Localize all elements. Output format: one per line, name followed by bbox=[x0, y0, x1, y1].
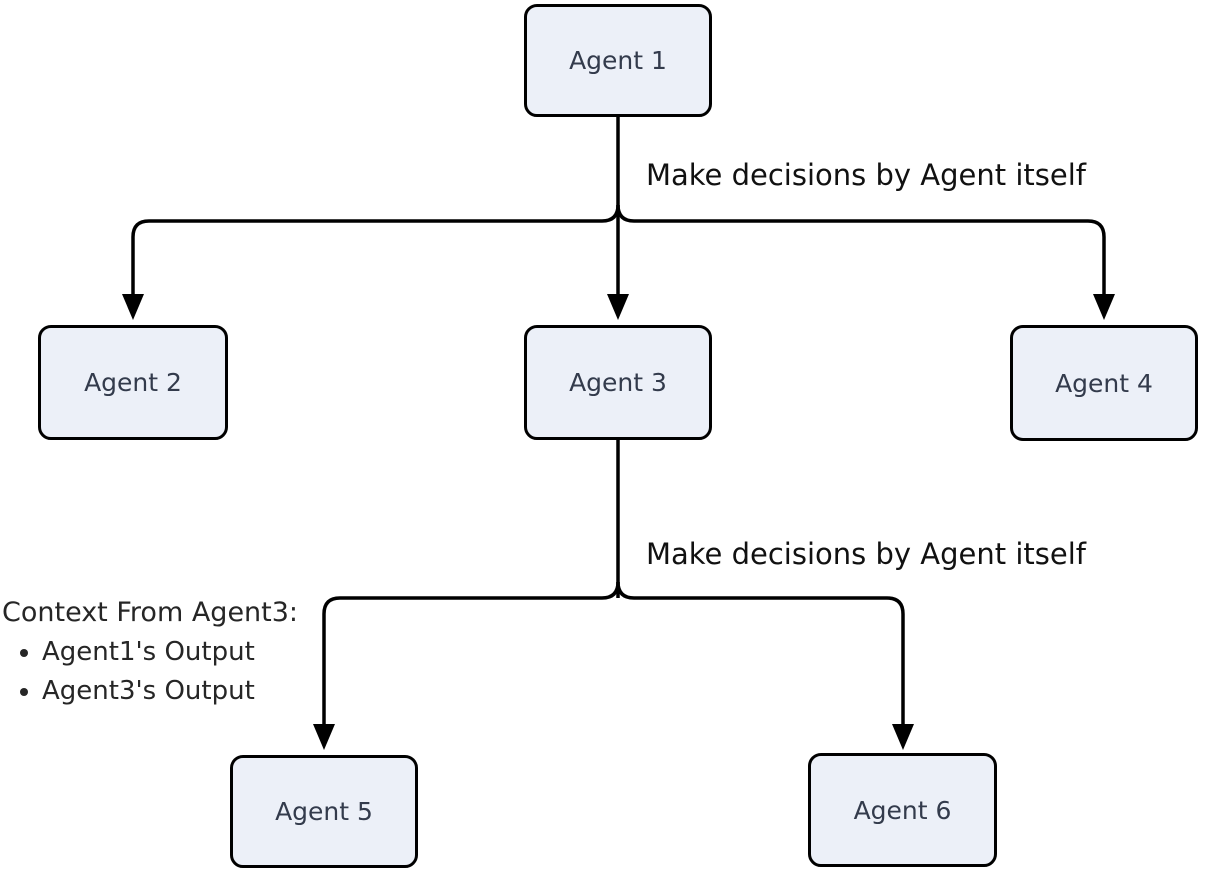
node-label: Agent 6 bbox=[853, 795, 952, 825]
context-note: Context From Agent3: Agent1's Output Age… bbox=[2, 596, 298, 711]
node-agent-6: Agent 6 bbox=[808, 753, 997, 867]
node-label: Agent 3 bbox=[569, 368, 667, 397]
arrowhead-icon bbox=[1093, 294, 1115, 320]
node-agent-5: Agent 5 bbox=[230, 755, 418, 868]
context-note-item: Agent1's Output bbox=[42, 633, 298, 672]
node-label: Agent 2 bbox=[84, 368, 182, 397]
edge-label-level-1: Make decisions by Agent itself bbox=[646, 158, 1086, 192]
node-agent-1: Agent 1 bbox=[524, 4, 712, 117]
arrowhead-icon bbox=[313, 724, 335, 750]
edge-agent1-agent2 bbox=[131, 204, 620, 296]
node-label: Agent 5 bbox=[275, 797, 373, 826]
edge-label-level-2: Make decisions by Agent itself bbox=[646, 537, 1086, 571]
edge-agent1-agent4 bbox=[616, 204, 1106, 296]
node-agent-4: Agent 4 bbox=[1010, 325, 1198, 441]
node-label: Agent 4 bbox=[1055, 368, 1153, 398]
edge-agent3-agent5 bbox=[322, 581, 620, 726]
context-note-item: Agent3's Output bbox=[42, 672, 298, 711]
node-agent-3: Agent 3 bbox=[524, 325, 712, 440]
node-agent-2: Agent 2 bbox=[38, 325, 228, 440]
arrowhead-icon bbox=[892, 724, 914, 750]
node-label: Agent 1 bbox=[569, 46, 667, 75]
context-note-title: Context From Agent3: bbox=[2, 597, 299, 628]
edge-agent3-agent6 bbox=[616, 581, 905, 726]
arrowhead-icon bbox=[607, 294, 629, 320]
context-note-list: Agent1's Output Agent3's Output bbox=[2, 633, 298, 711]
arrowhead-icon bbox=[122, 294, 144, 320]
